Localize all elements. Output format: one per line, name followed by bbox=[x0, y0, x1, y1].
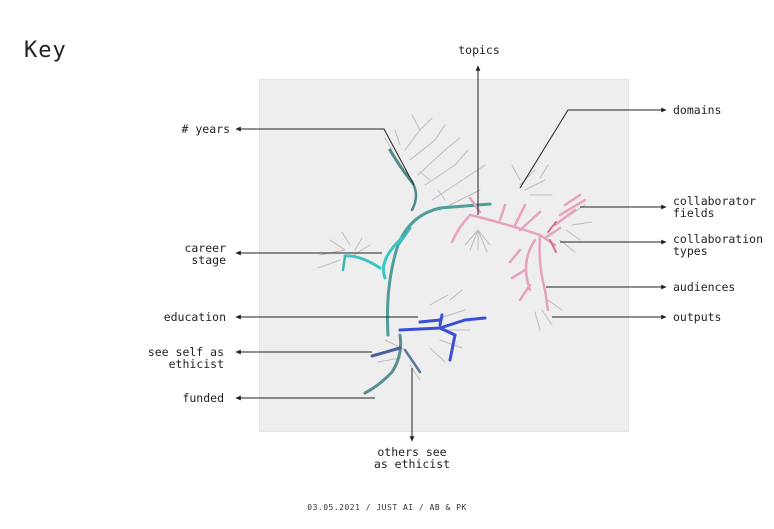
label-funded: funded bbox=[182, 391, 224, 405]
blue-branches bbox=[398, 313, 487, 362]
key-title: Key bbox=[24, 38, 67, 63]
label-career-stage: career stage bbox=[184, 241, 226, 267]
annotation-arrows bbox=[235, 65, 667, 442]
diagram-panel bbox=[259, 79, 629, 432]
footer-credit: 03.05.2021 / JUST AI / AB & PK bbox=[307, 503, 467, 512]
label-outputs: outputs bbox=[673, 310, 722, 324]
label-collaborator-fields: collaborator fields bbox=[673, 194, 757, 220]
label-others-see-as-ethicist: others see as ethicist bbox=[373, 445, 451, 471]
label-topics: topics bbox=[458, 43, 500, 57]
label-audiences: audiences bbox=[673, 280, 736, 294]
label-education: education bbox=[163, 310, 226, 324]
label-see-self-as-ethicist: see self as ethicist bbox=[147, 345, 224, 371]
label-collaboration-types: collaboration types bbox=[673, 232, 764, 258]
pink-dark bbox=[547, 221, 557, 253]
pink-branches bbox=[450, 193, 587, 312]
teal-stem bbox=[341, 148, 492, 395]
grey-twigs bbox=[317, 114, 593, 383]
label-domains: domains bbox=[673, 103, 722, 117]
label-years: # years bbox=[181, 122, 230, 136]
